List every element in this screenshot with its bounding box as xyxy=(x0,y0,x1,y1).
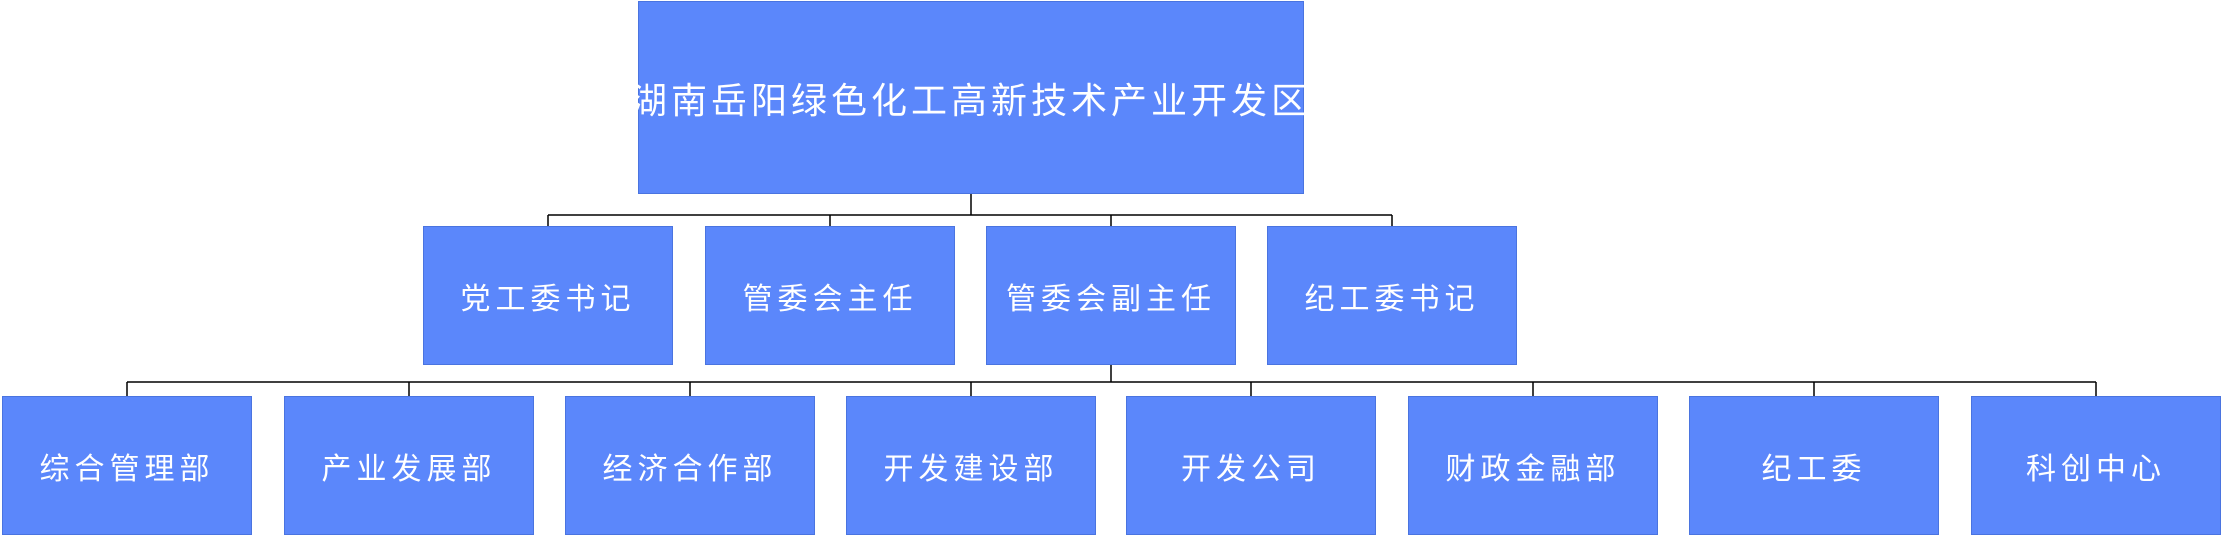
org-node-label: 纪工委书记 xyxy=(1304,281,1480,317)
org-node-label: 开发建设部 xyxy=(883,451,1059,487)
org-node-label: 经济合作部 xyxy=(602,451,778,487)
org-node-label: 产业发展部 xyxy=(321,451,497,487)
org-node-development-company: 开发公司 xyxy=(1126,396,1376,535)
org-node-development-construction: 开发建设部 xyxy=(846,396,1096,535)
org-node-general-management: 综合管理部 xyxy=(2,396,252,535)
org-node-deputy-director: 管委会副主任 xyxy=(986,226,1236,365)
org-node-label: 财政金融部 xyxy=(1445,451,1621,487)
org-node-industry-development: 产业发展部 xyxy=(284,396,534,535)
org-node-label: 科创中心 xyxy=(2026,451,2166,487)
org-node-discipline-committee: 纪工委 xyxy=(1689,396,1939,535)
org-node-label: 综合管理部 xyxy=(39,451,215,487)
org-node-economic-cooperation: 经济合作部 xyxy=(565,396,815,535)
org-root-node: 湖南岳阳绿色化工高新技术产业开发区 xyxy=(631,1,1307,194)
org-node-label: 管委会主任 xyxy=(742,281,918,317)
org-node-label: 纪工委 xyxy=(1761,451,1867,487)
org-node-discipline-secretary: 纪工委书记 xyxy=(1267,226,1517,365)
org-root-label: 湖南岳阳绿色化工高新技术产业开发区 xyxy=(631,80,1312,122)
org-node-label: 开发公司 xyxy=(1181,451,1321,487)
org-node-label: 党工委书记 xyxy=(460,281,636,317)
org-node-innovation-center: 科创中心 xyxy=(1971,396,2221,535)
org-node-label: 管委会副主任 xyxy=(1006,281,1216,317)
org-node-committee-director: 管委会主任 xyxy=(705,226,955,365)
org-node-finance: 财政金融部 xyxy=(1408,396,1658,535)
org-node-party-secretary: 党工委书记 xyxy=(423,226,673,365)
